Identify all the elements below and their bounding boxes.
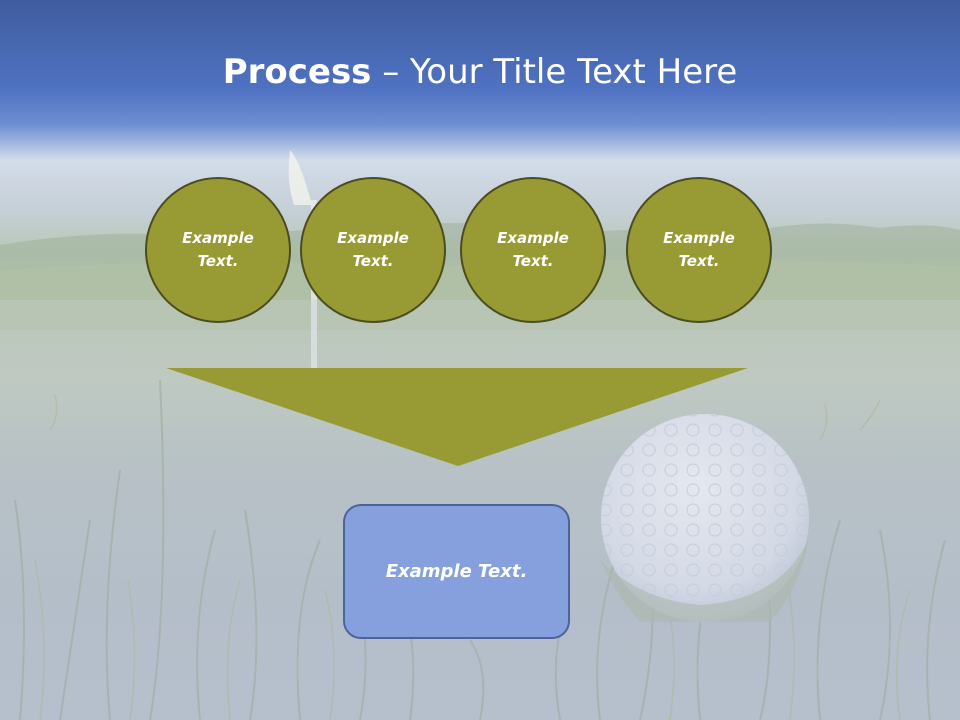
process-step-1-text: Example Text. <box>182 229 254 270</box>
process-step-4: Example Text. <box>626 177 772 323</box>
title-rest: – Your Title Text Here <box>371 52 738 92</box>
golf-ball-icon <box>600 414 809 622</box>
process-step-4-text: Example Text. <box>663 229 735 270</box>
process-step-1: Example Text. <box>145 177 291 323</box>
slide-title: Process – Your Title Text Here <box>0 52 960 92</box>
result-box: Example Text. <box>343 504 570 639</box>
process-step-3: Example Text. <box>460 177 606 323</box>
funnel-arrow <box>166 368 748 466</box>
process-step-3-text: Example Text. <box>497 229 569 270</box>
process-step-2: Example Text. <box>300 177 446 323</box>
result-box-text: Example Text. <box>385 561 528 582</box>
title-bold: Process <box>222 52 372 92</box>
process-step-2-text: Example Text. <box>337 229 409 270</box>
